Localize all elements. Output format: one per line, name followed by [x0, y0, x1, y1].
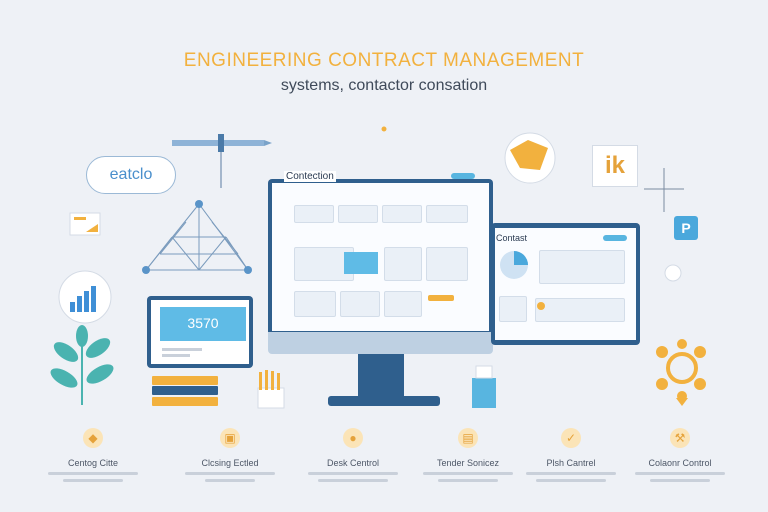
- main-header-button[interactable]: [451, 173, 475, 179]
- cloud-label: eatclo: [109, 166, 153, 183]
- feature-label: Centog Citte: [67, 458, 119, 468]
- gavel-icon: ⚒: [670, 428, 690, 448]
- book: [152, 386, 218, 395]
- feature-desc-line: [63, 479, 123, 482]
- p-badge-text: P: [681, 220, 691, 236]
- list-panel[interactable]: [340, 291, 380, 317]
- tablet-screen: [495, 228, 636, 340]
- feature-desc-line: [635, 472, 725, 475]
- handshake-icon: [504, 132, 556, 184]
- ruler-icon: [172, 134, 272, 188]
- feature-desc-line: [438, 479, 498, 482]
- shield-icon: ●: [343, 428, 363, 448]
- crosshair-icon: [644, 168, 684, 212]
- feature-desc-line: [308, 472, 398, 475]
- pie-chart-icon: [500, 251, 528, 279]
- text-line: [162, 348, 202, 351]
- feature-item[interactable]: ▤ Tender Sonicez: [413, 428, 523, 482]
- feature-desc-line: [318, 479, 388, 482]
- feature-label: Clcsing Ectled: [201, 458, 259, 468]
- book: [152, 397, 218, 406]
- grid-panel[interactable]: [294, 291, 336, 317]
- feature-desc-line: [205, 479, 255, 482]
- book: [152, 376, 218, 385]
- feature-label: Plsh Cantrel: [546, 458, 596, 468]
- text-line: [162, 354, 190, 357]
- feature-label: Desk Centrol: [326, 458, 380, 468]
- chart-icon: ✓: [561, 428, 581, 448]
- monitor-stand: [358, 354, 404, 398]
- document-icon: ▤: [458, 428, 478, 448]
- feature-desc-line: [185, 472, 275, 475]
- logo-badge-text: ik: [604, 152, 625, 179]
- logo-badge: ik: [592, 145, 638, 187]
- feature-item[interactable]: ◆ Centog Citte: [38, 428, 148, 482]
- monitor-chin: [268, 332, 493, 354]
- bar-chart-icon: [58, 270, 112, 324]
- p-badge: P: [674, 216, 698, 240]
- tablet-panel[interactable]: [539, 250, 625, 284]
- feature-item[interactable]: ⚒ Colaonr Control: [625, 428, 735, 482]
- cup-icon: [472, 365, 496, 408]
- dashboard-card[interactable]: [426, 205, 468, 223]
- feature-item[interactable]: ● Desk Centrol: [298, 428, 408, 482]
- list-panel[interactable]: [384, 291, 422, 317]
- page-title: ENGINEERING CONTRACT MANAGEMENT: [183, 50, 585, 71]
- line-chart-panel[interactable]: [344, 252, 378, 274]
- dashboard-card[interactable]: [294, 205, 334, 223]
- tablet-panel[interactable]: [535, 298, 625, 322]
- tablet-grid[interactable]: [499, 296, 527, 322]
- feature-label: Colaonr Control: [648, 458, 712, 468]
- clipboard-icon: ▣: [220, 428, 240, 448]
- gears-icon: [656, 339, 706, 406]
- cloud-badge: eatclo: [86, 156, 176, 194]
- mail-icon: [69, 212, 101, 236]
- status-dot: [537, 302, 545, 310]
- plant-icon: [50, 325, 114, 405]
- bar-chart-panel[interactable]: [426, 247, 468, 281]
- feature-desc-line: [526, 472, 616, 475]
- page-subtitle: systems, contactor consation: [280, 77, 488, 94]
- feature-desc-line: [536, 479, 606, 482]
- monitor-base: [328, 396, 440, 406]
- tablet-app-title: Contast: [496, 233, 528, 243]
- dashboard-card[interactable]: [338, 205, 378, 223]
- feature-desc-line: [423, 472, 513, 475]
- value-panel: [160, 307, 246, 341]
- feature-item[interactable]: ✓ Plsh Cantrel: [516, 428, 626, 482]
- main-app-title: Contection: [284, 171, 336, 182]
- feature-desc-line: [650, 479, 710, 482]
- truss-icon: [144, 203, 249, 271]
- pencil-cup-icon: [257, 370, 285, 409]
- tool-icon: ◆: [83, 428, 103, 448]
- feature-desc-line: [48, 472, 138, 475]
- action-button[interactable]: [428, 295, 454, 301]
- value-readout: 3570: [187, 315, 219, 331]
- tablet-header-button[interactable]: [603, 235, 627, 241]
- feature-label: Tender Sonicez: [436, 458, 500, 468]
- main-monitor-screen: [272, 183, 489, 331]
- feature-item[interactable]: ▣ Clcsing Ectled: [175, 428, 285, 482]
- list-panel[interactable]: [384, 247, 422, 281]
- dashboard-card[interactable]: [382, 205, 422, 223]
